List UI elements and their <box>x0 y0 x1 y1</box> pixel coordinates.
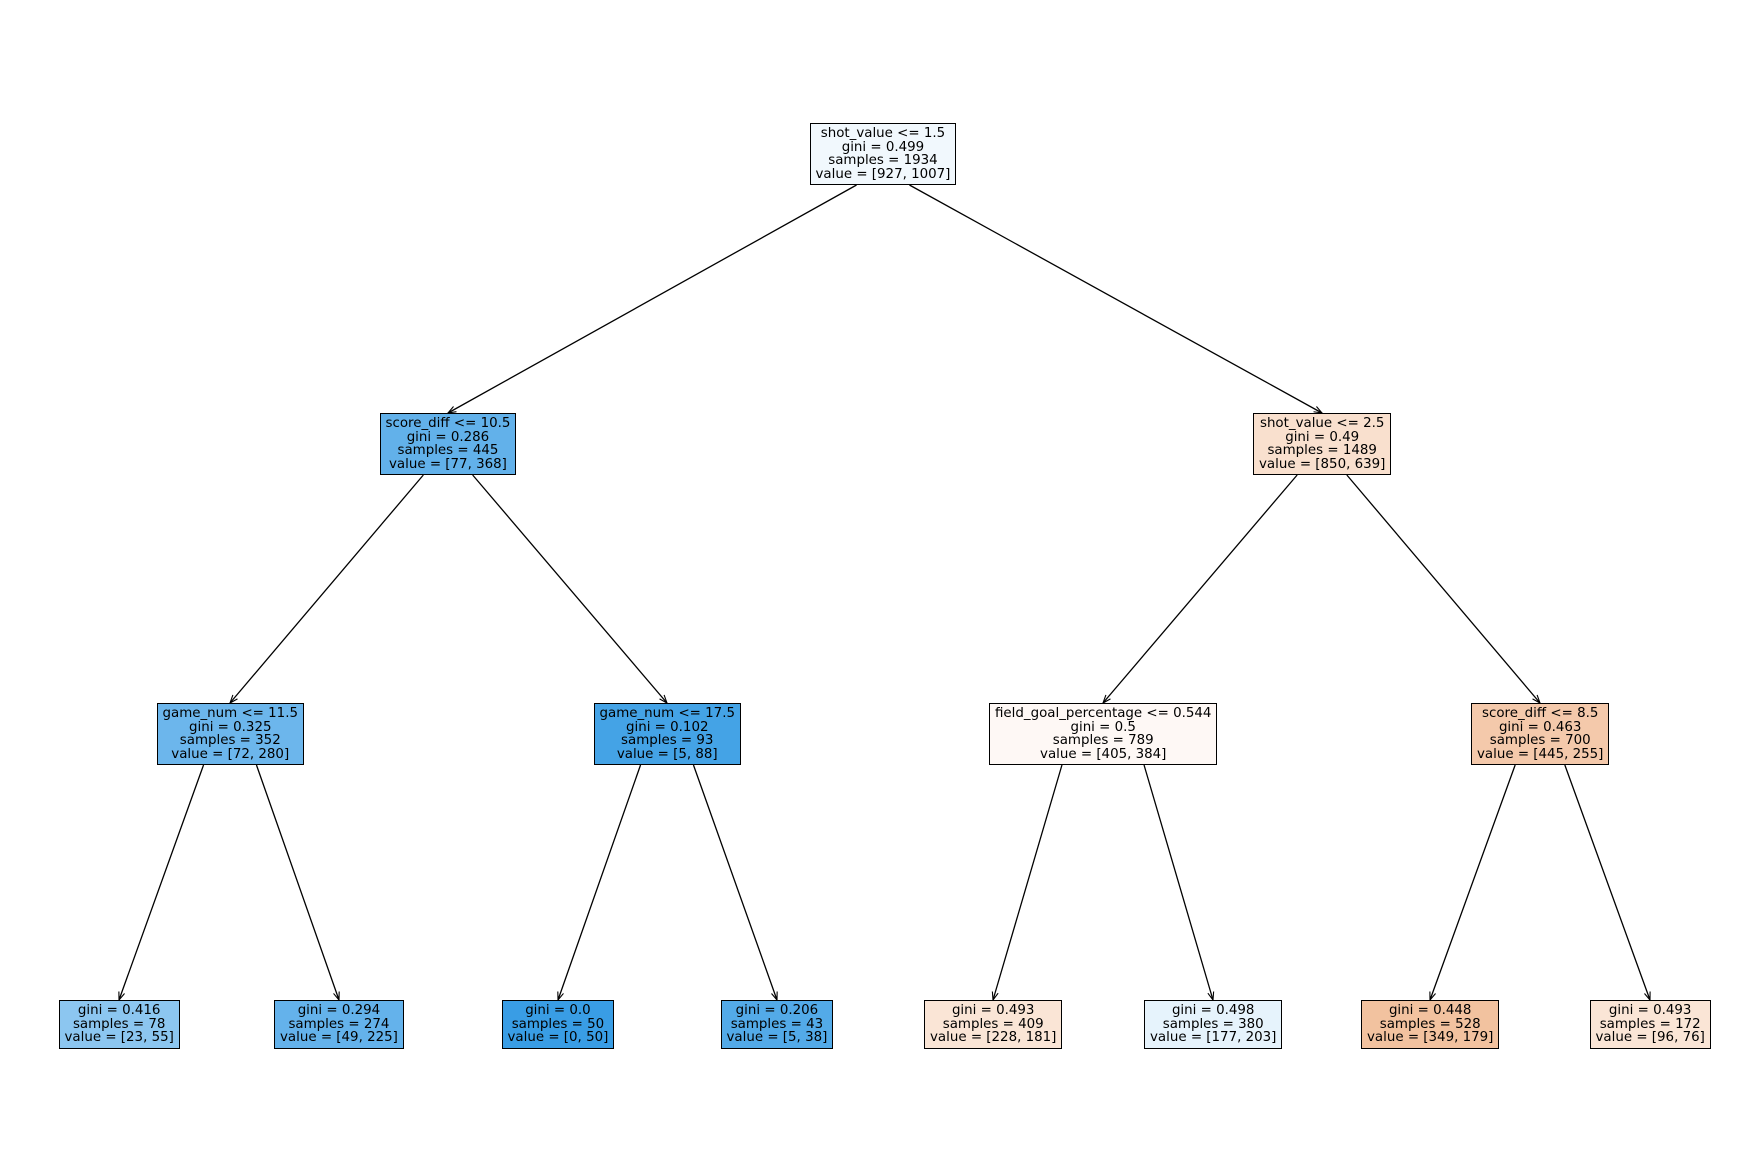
node-text-line: value = [77, 368] <box>389 456 507 472</box>
node-text-line: gini = 0.294 <box>297 1003 381 1018</box>
node-text-line: value = [349, 179] <box>1367 1030 1494 1046</box>
node-text-line: samples = 528 <box>1379 1016 1481 1032</box>
node-text-line: gini = 0.493 <box>1608 1003 1692 1018</box>
node-text-line: gini = 0.416 <box>77 1003 161 1018</box>
node-text-line: samples = 172 <box>1599 1016 1701 1032</box>
node-text-line: gini = 0.325 <box>188 719 272 735</box>
edge-n0-n1 <box>448 184 857 413</box>
edge-n8-n9 <box>1103 474 1298 703</box>
node-text-line: gini = 0.102 <box>625 719 709 735</box>
edge-n1-n2 <box>230 474 424 703</box>
node-text-line: samples = 445 <box>397 443 499 459</box>
edge-n5-n7 <box>692 764 777 1000</box>
node-text-line: samples = 50 <box>511 1016 605 1032</box>
edge-n2-n4 <box>255 764 339 1000</box>
node-text-line: samples = 1489 <box>1267 443 1377 459</box>
node-text-line: value = [927, 1007] <box>815 166 951 182</box>
node-text-line: samples = 43 <box>730 1016 824 1032</box>
node-text-line: samples = 409 <box>942 1016 1044 1032</box>
node-text-line: value = [0, 50] <box>507 1030 609 1046</box>
node-text-line: score_diff <= 10.5 <box>385 416 511 431</box>
node-text-line: gini = 0.49 <box>1285 429 1360 445</box>
node-text-line: value = [72, 280] <box>171 746 290 762</box>
node-text-line: gini = 0.499 <box>841 139 925 155</box>
edge-n0-n8 <box>909 184 1322 413</box>
edge-n8-n12 <box>1346 474 1540 703</box>
node-text-line: samples = 93 <box>621 733 714 749</box>
node-text-line: value = [96, 76] <box>1595 1030 1705 1046</box>
node-text-line: samples = 78 <box>72 1016 166 1032</box>
node-text-line: value = [228, 181] <box>930 1030 1057 1046</box>
node-text-line: gini = 0.493 <box>951 1003 1035 1018</box>
node-text-line: gini = 0.463 <box>1498 719 1582 735</box>
node-text-line: shot_value <= 2.5 <box>1259 416 1385 431</box>
node-text-line: samples = 380 <box>1162 1016 1264 1032</box>
node-text-line: score_diff <= 8.5 <box>1482 706 1599 721</box>
node-text-line: value = [850, 639] <box>1259 456 1386 472</box>
node-text-line: game_num <= 17.5 <box>599 706 735 721</box>
node-text-line: gini = 0.0 <box>525 1003 591 1018</box>
edge-n9-n11 <box>1143 764 1213 1000</box>
edge-n12-n13 <box>1430 764 1516 1000</box>
edge-n9-n10 <box>993 764 1063 1000</box>
node-text-line: samples = 352 <box>179 733 281 749</box>
edge-n1-n5 <box>472 474 667 703</box>
node-text-line: gini = 0.448 <box>1388 1003 1472 1018</box>
node-text-line: value = [23, 55] <box>64 1030 174 1046</box>
edge-n5-n6 <box>558 764 642 1000</box>
node-text-line: samples = 700 <box>1489 733 1591 749</box>
edge-n12-n14 <box>1564 764 1650 1000</box>
node-text-line: value = [445, 255] <box>1477 746 1604 762</box>
node-text-line: samples = 789 <box>1052 733 1154 749</box>
node-text-line: samples = 274 <box>288 1016 390 1032</box>
node-text-line: value = [5, 88] <box>616 746 718 762</box>
node-text-line: value = [177, 203] <box>1150 1030 1277 1046</box>
node-text-line: gini = 0.206 <box>735 1003 819 1018</box>
node-text-line: field_goal_percentage <= 0.544 <box>995 706 1212 721</box>
node-text-line: shot_value <= 1.5 <box>820 126 946 141</box>
node-text-line: game_num <= 11.5 <box>162 706 298 721</box>
node-text-line: value = [5, 38] <box>726 1030 828 1046</box>
node-text-line: gini = 0.5 <box>1070 719 1136 735</box>
node-text-line: samples = 1934 <box>828 153 938 169</box>
node-text-line: gini = 0.498 <box>1171 1003 1255 1018</box>
node-text-line: value = [49, 225] <box>280 1030 398 1046</box>
node-text-line: gini = 0.286 <box>406 429 490 445</box>
edge-n2-n3 <box>119 764 205 1000</box>
node-text-line: value = [405, 384] <box>1040 746 1167 762</box>
